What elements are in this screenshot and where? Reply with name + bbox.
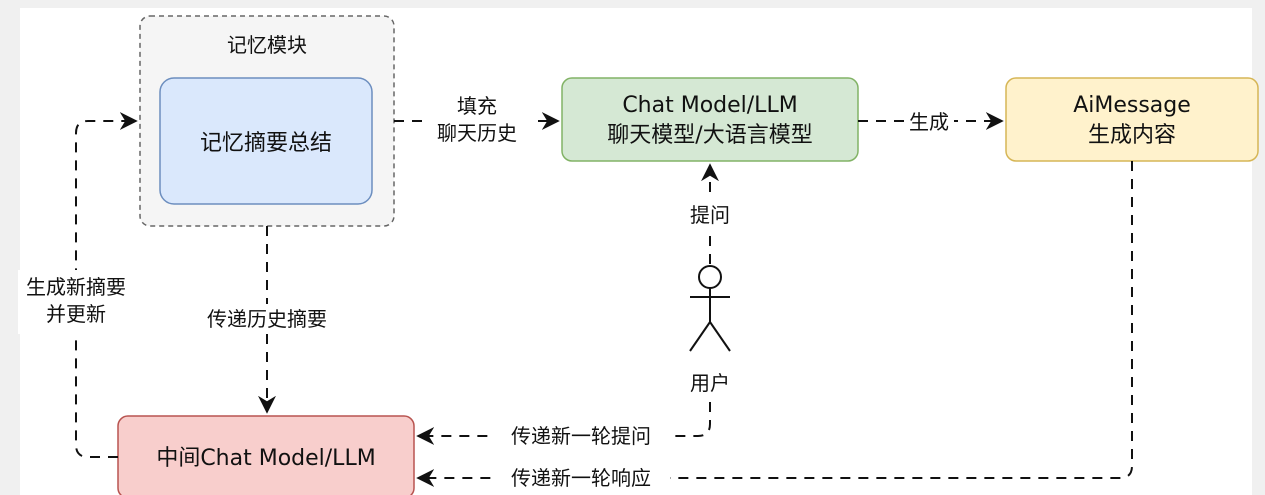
edge-pass-question	[416, 402, 711, 445]
user-head-icon	[698, 265, 722, 289]
chat-model-node: Chat Model/LLM 聊天模型/大语言模型	[561, 77, 859, 162]
user-label: 用户	[690, 371, 730, 395]
edge-new-summary-line1: 生成新摘要	[26, 275, 126, 299]
edge-new-summary-line2: 并更新	[46, 302, 106, 326]
edge-pass-summary-label: 传递历史摘要	[207, 307, 327, 331]
edge-pass-response	[416, 161, 1133, 487]
user-actor	[689, 265, 731, 352]
middle-chat-model-node: 中间Chat Model/LLM	[117, 415, 415, 495]
edge-fill-history-line2: 聊天历史	[437, 121, 517, 145]
edge-pass-question-label: 传递新一轮提问	[511, 424, 651, 448]
ai-message-node: AiMessage 生成内容	[1005, 77, 1259, 162]
edge-fill-history-line1: 填充	[457, 94, 497, 118]
memory-summary-label: 记忆摘要总结	[200, 131, 332, 156]
memory-summary-node: 记忆摘要总结	[159, 77, 373, 205]
edge-ask-label: 提问	[690, 203, 730, 227]
middle-chat-model-label: 中间Chat Model/LLM	[156, 446, 375, 471]
edge-pass-response-label: 传递新一轮响应	[511, 466, 651, 490]
edge-generate-label: 生成	[909, 110, 949, 134]
ai-message-line1: AiMessage	[1073, 93, 1191, 118]
memory-module-title: 记忆模块	[227, 33, 307, 57]
ai-message-line2: 生成内容	[1088, 123, 1176, 148]
chat-model-line1: Chat Model/LLM	[622, 93, 797, 118]
chat-model-line2: 聊天模型/大语言模型	[607, 123, 812, 148]
